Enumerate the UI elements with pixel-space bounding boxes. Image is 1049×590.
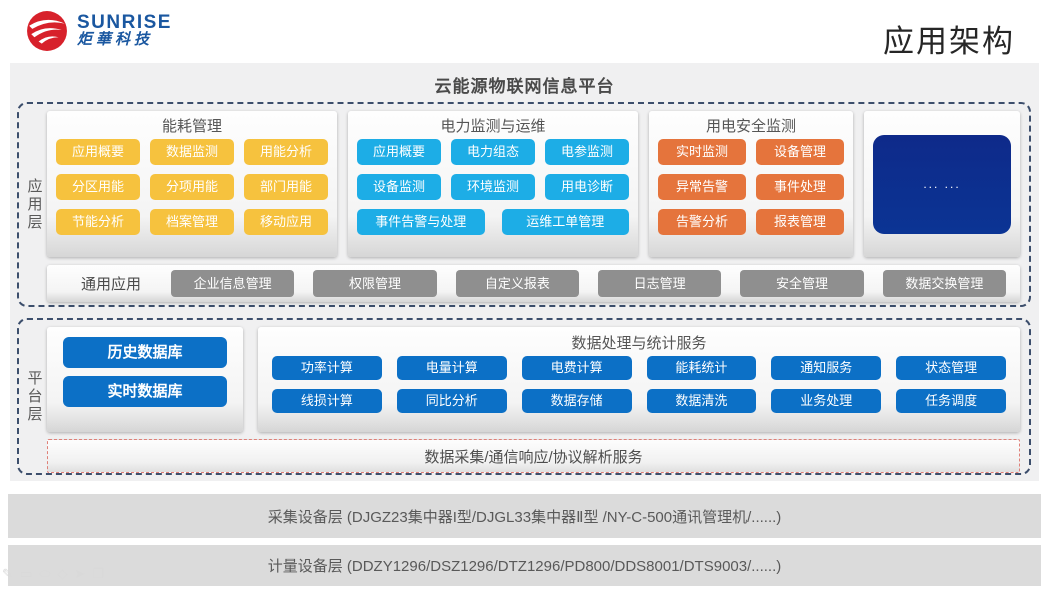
acquisition-service-bar: 数据采集/通信响应/协议解析服务 <box>47 439 1020 473</box>
brand-name: SUNRISE <box>77 12 172 34</box>
module-chip: 实时监测 <box>658 139 746 165</box>
more-apps-card: ... ... <box>864 111 1020 257</box>
service-chip: 数据存储 <box>521 389 632 413</box>
data-processing-title: 数据处理与统计服务 <box>571 335 707 352</box>
database-chip: 历史数据库 <box>63 337 227 368</box>
module-chip: 设备监测 <box>357 174 441 200</box>
power-monitoring-card: 电力监测与运维 应用概要 电力组态 电参监测 设备监测 环境监测 用电诊断 事件… <box>348 111 638 257</box>
database-chip: 实时数据库 <box>63 376 227 407</box>
service-chip: 线损计算 <box>272 389 382 413</box>
cursor-icon: ➤ <box>74 566 86 581</box>
module-chip: 电力组态 <box>451 139 535 165</box>
common-app-chip: 安全管理 <box>740 270 864 297</box>
module-chip: 分项用能 <box>150 174 234 200</box>
platform-container: 云能源物联网信息平台 应用层 能耗管理 应用概要 数据监测 用能分析 分区用能 … <box>10 63 1039 481</box>
common-app-chip: 权限管理 <box>313 270 437 297</box>
common-app-chip: 日志管理 <box>598 270 722 297</box>
common-app-chip: 自定义报表 <box>455 270 579 297</box>
service-chip: 功率计算 <box>272 356 382 380</box>
logo-text: SUNRISE 炬華科技 <box>77 13 172 49</box>
module-chip: 事件告警与处理 <box>357 209 485 235</box>
power-monitoring-title: 电力监测与运维 <box>440 118 546 135</box>
power-monitoring-wide-row: 事件告警与处理 运维工单管理 <box>357 209 629 235</box>
camera-icon: ❒ <box>92 566 104 581</box>
platform-layer-label: 平台层 <box>25 369 43 424</box>
page-title: 应用架构 <box>883 24 1015 59</box>
electric-safety-card: 用电安全监测 实时监测 设备管理 异常告警 事件处理 告警分析 报表管理 <box>649 111 853 257</box>
electric-safety-grid: 实时监测 设备管理 异常告警 事件处理 告警分析 报表管理 <box>658 139 844 235</box>
common-apps-bar: 通用应用 企业信息管理 权限管理 自定义报表 日志管理 安全管理 数据交换管理 <box>47 265 1020 302</box>
module-chip: 事件处理 <box>756 174 844 200</box>
data-processing-card: 数据处理与统计服务 功率计算 电量计算 电费计算 能耗统计 通知服务 状态管理 … <box>258 327 1020 432</box>
pencil-icon: ✎ <box>2 566 13 581</box>
service-chip: 能耗统计 <box>646 356 757 380</box>
application-cards-row: 能耗管理 应用概要 数据监测 用能分析 分区用能 分项用能 部门用能 节能分析 … <box>47 111 1020 257</box>
common-app-chip: 数据交换管理 <box>882 270 1006 297</box>
module-chip: 用能分析 <box>244 139 328 165</box>
module-chip: 数据监测 <box>150 139 234 165</box>
module-chip: 告警分析 <box>658 209 746 235</box>
sunrise-logo-icon <box>27 11 67 51</box>
service-chip: 状态管理 <box>896 356 1006 380</box>
module-chip: 运维工单管理 <box>501 209 629 235</box>
module-chip: 移动应用 <box>244 209 328 235</box>
ellipse-icon: ⬭ <box>39 566 51 581</box>
platform-layer-box: 平台层 历史数据库 实时数据库 数据处理与统计服务 功率计算 电量计算 电费计算… <box>17 318 1031 475</box>
module-chip: 分区用能 <box>56 174 140 200</box>
application-layer-label: 应用层 <box>25 177 43 232</box>
application-layer-box: 应用层 能耗管理 应用概要 数据监测 用能分析 分区用能 分项用能 部门用能 节… <box>17 102 1031 307</box>
module-chip: 电参监测 <box>545 139 629 165</box>
data-processing-grid: 功率计算 电量计算 电费计算 能耗统计 通知服务 状态管理 线损计算 同比分析 … <box>270 356 1008 413</box>
service-chip: 通知服务 <box>771 356 882 380</box>
service-chip: 同比分析 <box>396 389 507 413</box>
service-chip: 电量计算 <box>396 356 507 380</box>
module-chip: 设备管理 <box>756 139 844 165</box>
watermark-toolbar: ✎ ▭ ⬭ ◇ ➤ ❒ <box>2 566 104 582</box>
service-chip: 数据清洗 <box>646 389 757 413</box>
module-chip: 异常告警 <box>658 174 746 200</box>
common-app-chip: 企业信息管理 <box>171 270 295 297</box>
module-chip: 应用概要 <box>357 139 441 165</box>
service-chip: 任务调度 <box>896 389 1006 413</box>
module-chip: 环境监测 <box>451 174 535 200</box>
power-monitoring-grid: 应用概要 电力组态 电参监测 设备监测 环境监测 用电诊断 <box>357 139 629 200</box>
common-apps-label: 通用应用 <box>81 276 142 293</box>
module-chip: 应用概要 <box>56 139 140 165</box>
image-icon: ▭ <box>19 566 33 581</box>
database-card: 历史数据库 实时数据库 <box>47 327 243 432</box>
energy-management-card: 能耗管理 应用概要 数据监测 用能分析 分区用能 分项用能 部门用能 节能分析 … <box>47 111 337 257</box>
company-logo: SUNRISE 炬華科技 <box>26 10 172 52</box>
module-chip: 节能分析 <box>56 209 140 235</box>
electric-safety-title: 用电安全监测 <box>705 118 796 135</box>
platform-title: 云能源物联网信息平台 <box>434 77 615 96</box>
collection-device-layer-bar: 采集设备层 (DJGZ23集中器I型/DJGL33集中器Ⅱ型 /NY-C-500… <box>8 494 1041 538</box>
module-chip: 部门用能 <box>244 174 328 200</box>
module-chip: 报表管理 <box>756 209 844 235</box>
diamond-icon: ◇ <box>57 566 68 581</box>
module-chip: 用电诊断 <box>545 174 629 200</box>
energy-management-grid: 应用概要 数据监测 用能分析 分区用能 分项用能 部门用能 节能分析 档案管理 … <box>56 139 328 235</box>
metering-device-layer-bar: 计量设备层 (DDZY1296/DSZ1296/DTZ1296/PD800/DD… <box>8 545 1041 586</box>
brand-name-cn: 炬華科技 <box>77 32 154 49</box>
energy-management-title: 能耗管理 <box>161 118 222 135</box>
more-apps-placeholder: ... ... <box>873 134 1011 234</box>
service-chip: 业务处理 <box>771 389 882 413</box>
service-chip: 电费计算 <box>521 356 632 380</box>
module-chip: 档案管理 <box>150 209 234 235</box>
